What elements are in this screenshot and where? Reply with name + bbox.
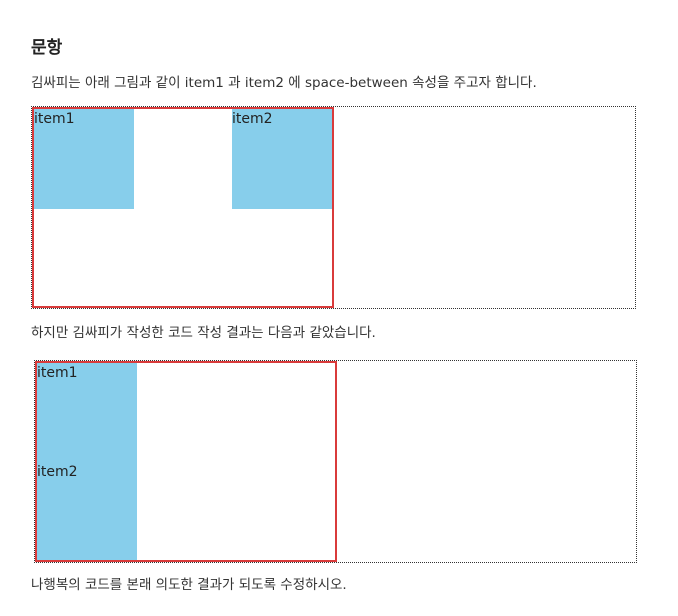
problem-heading: 문항 (31, 38, 63, 58)
expected-flex-container: item1 item2 (32, 107, 334, 308)
intro-paragraph: 김싸피는 아래 그림과 같이 item1 과 item2 에 space-bet… (31, 75, 537, 91)
expected-item1: item1 (34, 109, 134, 209)
instruction-paragraph: 나행복의 코드를 본래 의도한 결과가 되도록 수정하시오. (31, 577, 347, 593)
actual-outer-box: item1 item2 (34, 360, 637, 563)
actual-item1: item1 (37, 363, 137, 462)
result-paragraph: 하지만 김싸피가 작성한 코드 작성 결과는 다음과 같았습니다. (31, 325, 376, 341)
expected-item2: item2 (232, 109, 332, 209)
actual-flex-container: item1 item2 (35, 361, 337, 562)
actual-item2: item2 (37, 461, 137, 560)
expected-outer-box: item1 item2 (31, 106, 636, 309)
